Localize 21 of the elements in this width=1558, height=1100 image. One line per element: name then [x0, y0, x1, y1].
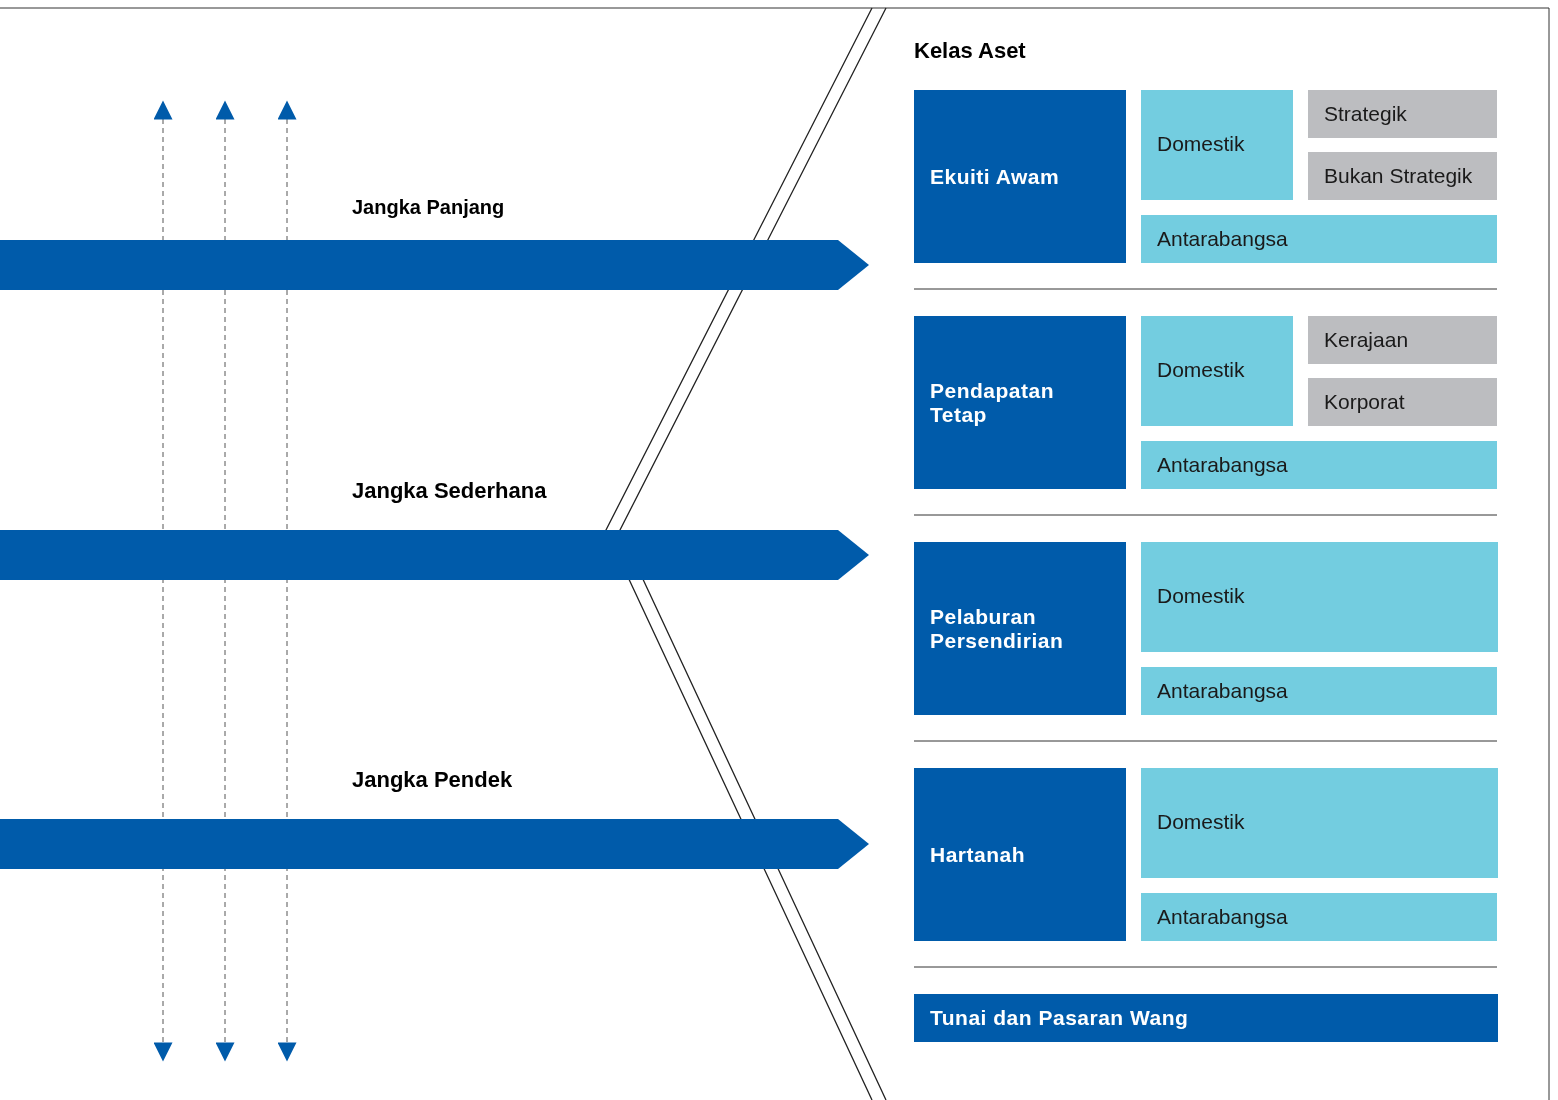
asset-class-bar: Tunai dan Pasaran Wang [914, 994, 1498, 1042]
region-box: Domestik [1141, 90, 1293, 200]
asset-class-box: Pelaburan Persendirian [914, 542, 1126, 715]
arrow-label: Jangka Pendek [352, 767, 513, 793]
asset-class-box: Hartanah [914, 768, 1126, 941]
arrow-label: Jangka Panjang [352, 196, 505, 219]
region-box: Domestik [1141, 316, 1293, 426]
region-box: Antarabangsa [1141, 893, 1497, 941]
region-box: Antarabangsa [1141, 215, 1497, 263]
asset-class-box: Ekuiti Awam [914, 90, 1126, 263]
region-box: Antarabangsa [1141, 667, 1497, 715]
sub-category-box: Strategik [1308, 90, 1497, 138]
sub-category-box: Kerajaan [1308, 316, 1497, 364]
arrow-label: Jangka Sederhana [352, 478, 547, 504]
column-heading: Kelas Aset [914, 38, 1026, 64]
region-box: Antarabangsa [1141, 441, 1497, 489]
region-box: Domestik [1141, 542, 1498, 652]
sub-category-box: Bukan Strategik [1308, 152, 1497, 200]
asset-class-box: Pendapatan Tetap [914, 316, 1126, 489]
sub-category-box: Korporat [1308, 378, 1497, 426]
region-box: Domestik [1141, 768, 1498, 878]
